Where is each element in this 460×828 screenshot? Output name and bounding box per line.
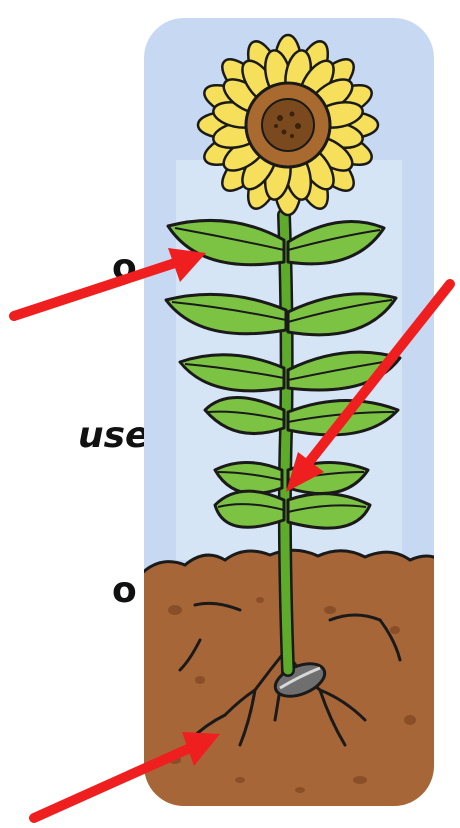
stem	[284, 215, 288, 670]
flower-center-inner	[262, 99, 314, 151]
sunflower-head-icon	[198, 35, 378, 215]
leaf-11	[215, 491, 284, 527]
